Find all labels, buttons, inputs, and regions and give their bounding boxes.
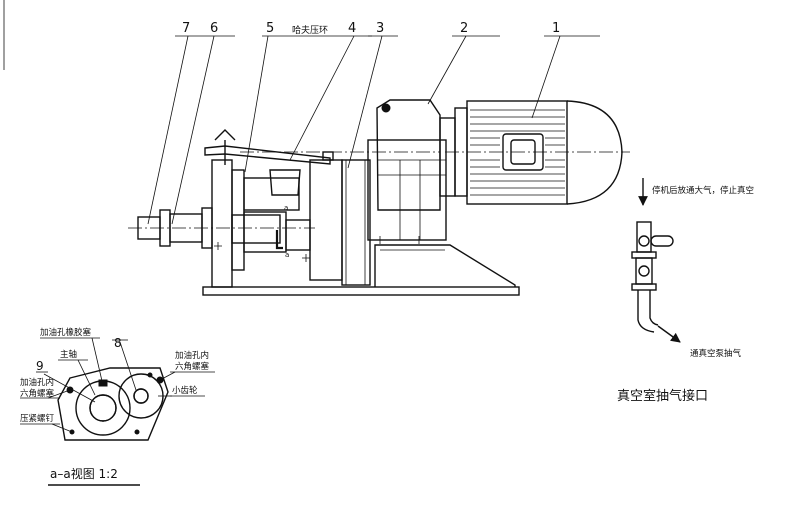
- small-gear-label: 小齿轮: [172, 385, 198, 396]
- motor: [454, 100, 623, 205]
- part-number-6: 6: [210, 21, 218, 36]
- part-number-2: 2: [460, 21, 468, 36]
- clamp-screw-label: 压紧螺钉: [20, 413, 55, 424]
- section-view-aa: 加油孔橡胶塞 主轴 8 9 加油孔内 六角螺塞 压紧螺钉 加油孔内 六角螺塞 小…: [20, 327, 215, 486]
- outlet-arrow: [657, 325, 681, 343]
- vacuum-port-detail: 停机后放通大气，停止真空 通真空泵抽气 真空室抽气接口: [617, 178, 754, 404]
- gearbox: [367, 99, 456, 241]
- vacuum-port-title: 真空室抽气接口: [617, 388, 708, 404]
- section-leaders: [20, 337, 215, 433]
- left-plug-label-1: 加油孔内: [20, 377, 54, 388]
- part-numbers: 1 2 3 4 5 6 7 哈夫压环: [182, 21, 560, 36]
- section-view-title: a–a视图 1:2: [50, 466, 118, 481]
- motor-mount-foot: [374, 244, 516, 287]
- clamp-lever: [204, 129, 334, 165]
- part-number-4: 4: [348, 21, 356, 36]
- main-shaft-label: 主轴: [60, 349, 77, 360]
- leader-lines: [147, 35, 600, 225]
- section-marker-bottom: a: [285, 251, 289, 259]
- hafu-ring-label: 哈夫压环: [292, 24, 328, 36]
- stop-note: 停机后放通大气，停止真空: [652, 185, 754, 196]
- part-number-1: 1: [552, 21, 560, 36]
- oil-plug-label: 加油孔橡胶塞: [40, 327, 92, 338]
- vacuum-pump-label: 通真空泵抽气: [690, 348, 742, 359]
- part-number-5: 5: [266, 21, 274, 36]
- fastener-marks: [214, 236, 423, 262]
- part-number-3: 3: [376, 21, 384, 36]
- oil-plug-top: [98, 379, 108, 387]
- part-number-7: 7: [182, 21, 190, 36]
- small-gear: [118, 373, 164, 419]
- left-plug-label-2: 六角螺塞: [20, 388, 55, 399]
- right-plug-label-2: 六角螺塞: [175, 361, 210, 372]
- roller-block: a a: [211, 159, 311, 288]
- main-assembly: a a: [128, 21, 630, 296]
- part-number-9: 9: [36, 359, 44, 373]
- part-number-8: 8: [114, 336, 122, 350]
- right-plug-label-1: 加油孔内: [175, 350, 209, 361]
- gear-housing-plate: [57, 367, 169, 441]
- coupling-housing: [309, 159, 371, 286]
- section-marker-top: a: [284, 204, 288, 212]
- base-plate: [202, 286, 520, 296]
